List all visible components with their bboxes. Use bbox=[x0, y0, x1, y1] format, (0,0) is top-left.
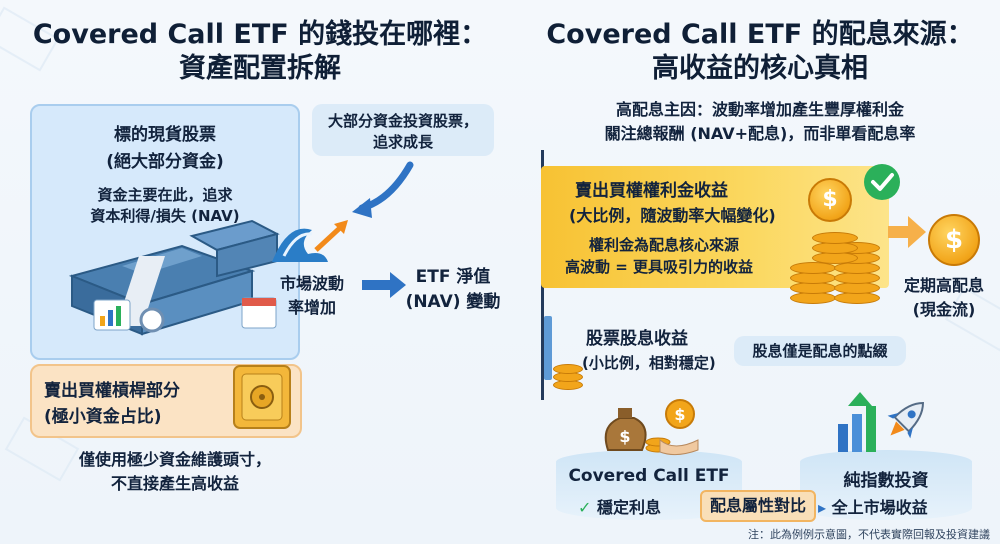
stock-desc-line1: 資金主要在此，追求 bbox=[97, 186, 233, 204]
index-value-text: 全上市場收益 bbox=[831, 498, 928, 517]
right-arrow-icon bbox=[888, 216, 926, 248]
stock-panel: 標的現貨股票 (絕大部分資金) 資金主要在此，追求 資本利得/損失 (NAV) bbox=[30, 104, 300, 360]
premium-desc-line2: 高波動 = 更具吸引力的收益 bbox=[565, 258, 754, 276]
safe-icon bbox=[233, 365, 291, 429]
callout-bubble: 大部分資金投資股票， 追求成長 bbox=[312, 104, 494, 156]
periodic-line2: (現金流) bbox=[912, 300, 976, 319]
note-line2: 不直接產生高收益 bbox=[110, 474, 239, 493]
right-title-line1: Covered Call ETF 的配息來源： bbox=[546, 19, 974, 50]
main-reason-line2: 關注總報酬 (NAV+配息)，而非單看配息率 bbox=[604, 124, 916, 143]
dollar-coin-icon: $ bbox=[808, 178, 852, 222]
periodic-dividend-label: 定期高配息 (現金流) bbox=[896, 272, 992, 320]
leverage-subheading: (極小資金占比) bbox=[44, 407, 162, 427]
checkmark-icon bbox=[864, 164, 900, 200]
leverage-heading: 賣出買權槓桿部分 bbox=[44, 381, 180, 401]
market-line1: 市場波動 bbox=[279, 274, 344, 293]
leverage-panel: 賣出買權槓桿部分 (極小資金占比) bbox=[30, 364, 302, 438]
svg-text:$: $ bbox=[674, 405, 685, 424]
money-stack-icon bbox=[68, 219, 280, 336]
left-title: Covered Call ETF 的錢投在哪裡： 資產配置拆解 bbox=[30, 18, 490, 86]
dividend-subheading: (小比例，相對穩定) bbox=[582, 354, 716, 372]
index-label: 純指數投資 bbox=[843, 471, 929, 491]
main-reason-line1: 高配息主因：波動率增加產生豐厚權利金 bbox=[615, 100, 904, 119]
nav-change-label: ETF 淨值 (NAV) 變動 bbox=[398, 262, 508, 312]
main-reason: 高配息主因：波動率增加產生豐厚權利金 關注總報酬 (NAV+配息)，而非單看配息… bbox=[540, 96, 980, 144]
cc-etf-value-text: 穩定利息 bbox=[596, 498, 661, 517]
stock-subheading: (絕大部分資金) bbox=[106, 152, 224, 172]
market-line2: 率增加 bbox=[287, 298, 336, 317]
dividend-note-bubble: 股息僅是配息的點綴 bbox=[734, 336, 906, 366]
svg-text:$: $ bbox=[619, 427, 630, 446]
callout-line1: 大部分資金投資股票， bbox=[327, 112, 478, 130]
stock-heading: 標的現貨股票 bbox=[114, 125, 216, 145]
left-title-line2: 資產配置拆解 bbox=[179, 53, 341, 84]
periodic-line1: 定期高配息 bbox=[903, 276, 984, 295]
footnote: 注：此為例例示意圖，不代表實際回報及投資建議 bbox=[748, 528, 990, 541]
left-title-line1: Covered Call ETF 的錢投在哪裡： bbox=[32, 19, 488, 50]
note-line1: 僅使用極少資金維護頭寸， bbox=[78, 450, 271, 469]
cc-etf-value: ✓ 穩定利息 bbox=[578, 494, 661, 518]
callout-line2: 追求成長 bbox=[372, 133, 433, 151]
stock-desc-line2: 資本利得/損失 (NAV) bbox=[90, 207, 240, 225]
right-title: Covered Call ETF 的配息來源： 高收益的核心真相 bbox=[530, 18, 990, 86]
curved-arrow-icon bbox=[352, 161, 414, 218]
index-value: ▸ 全上市場收益 bbox=[818, 494, 928, 518]
nav-line2: (NAV) 變動 bbox=[405, 292, 501, 312]
money-bag-hand-icon: $ $ bbox=[604, 399, 699, 456]
dividend-heading: 股票股息收益 bbox=[586, 329, 688, 349]
leverage-note: 僅使用極少資金維護頭寸， 不直接產生高收益 bbox=[30, 446, 320, 494]
premium-desc-line1: 權利金為配息核心來源 bbox=[589, 236, 740, 254]
index-pillar bbox=[800, 450, 972, 520]
market-volatility-label: 市場波動 率增加 bbox=[262, 270, 362, 318]
premium-subheading: (大比例，隨波動率大幅變化) bbox=[569, 206, 776, 225]
nav-line1: ETF 淨值 bbox=[415, 267, 491, 287]
dollar-coin-icon: $ bbox=[928, 214, 980, 266]
cc-etf-label: Covered Call ETF bbox=[568, 466, 730, 486]
dividend-bar bbox=[544, 316, 552, 380]
wave-icon bbox=[272, 220, 348, 262]
premium-heading: 賣出買權權利金收益 bbox=[575, 181, 728, 201]
compare-badge: 配息屬性對比 bbox=[700, 490, 816, 522]
right-arrow-icon bbox=[362, 272, 406, 298]
check-icon: ✓ bbox=[578, 498, 592, 517]
bar-chart-rocket-icon bbox=[838, 392, 924, 452]
arrow-icon: ▸ bbox=[818, 498, 827, 517]
right-title-line2: 高收益的核心真相 bbox=[652, 53, 868, 84]
